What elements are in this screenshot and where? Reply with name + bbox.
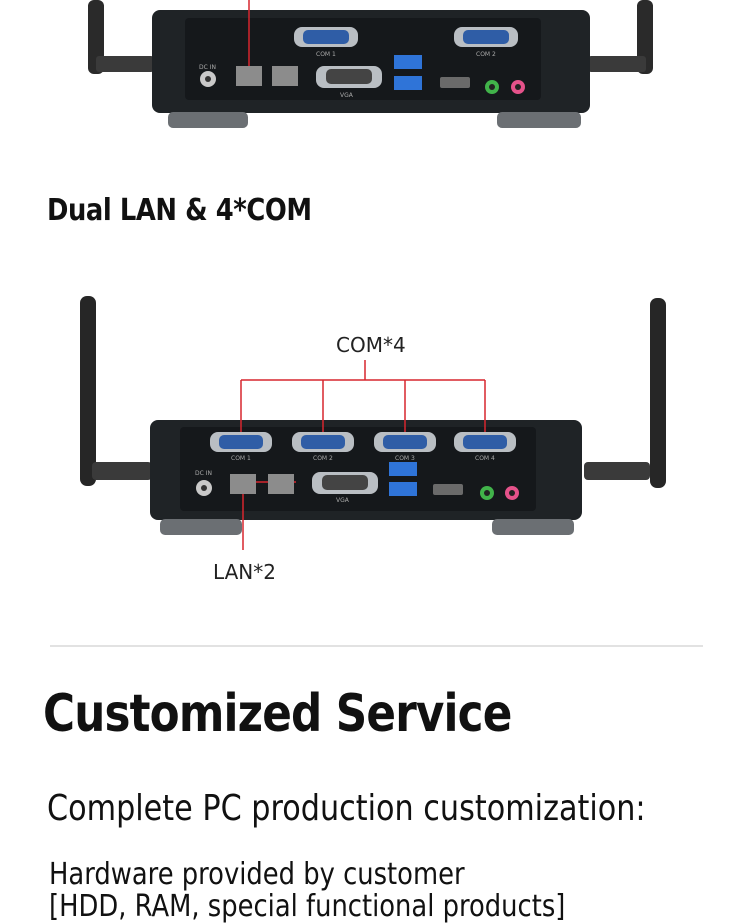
- com1-label: COM 1: [231, 455, 251, 462]
- service-line-2: [HDD, RAM, special functional products]: [49, 889, 566, 924]
- bottom-device-image: COM 1 COM 2 COM 3 COM 4 DC IN VGA: [80, 296, 666, 550]
- antenna-right: [637, 0, 653, 74]
- usb-port: [394, 76, 422, 90]
- hdmi-port: [433, 484, 463, 495]
- antenna-left: [88, 0, 104, 74]
- usb-port: [389, 462, 417, 476]
- antenna-left: [80, 296, 96, 486]
- vga-label: VGA: [340, 92, 354, 99]
- usb-port: [394, 55, 422, 69]
- section-divider: [50, 645, 703, 647]
- top-device-image: DC IN COM 1 COM 2 VGA: [88, 0, 653, 128]
- com4-label: COM 4: [475, 455, 495, 462]
- com3-label: COM 3: [395, 455, 415, 462]
- lan-port: [230, 474, 256, 494]
- usb-port: [389, 482, 417, 496]
- com2-label: COM 2: [476, 51, 496, 58]
- antenna-right: [650, 298, 666, 488]
- dcin-label: DC IN: [199, 64, 216, 71]
- service-line-1: Hardware provided by customer: [49, 857, 465, 892]
- lan-callout-label: LAN*2: [213, 560, 276, 584]
- hdmi-port: [440, 77, 470, 88]
- lan-port: [268, 474, 294, 494]
- lan-port: [272, 66, 298, 86]
- com-callout-label: COM*4: [336, 333, 406, 357]
- com-ports: [210, 432, 516, 452]
- com-port: [463, 30, 509, 44]
- lan-port: [236, 66, 262, 86]
- com-port: [303, 30, 349, 44]
- com2-label: COM 2: [313, 455, 333, 462]
- com-callout-lines: [240, 360, 486, 442]
- vga-label: VGA: [336, 497, 350, 504]
- section-subtitle: Complete PC production customization:: [47, 788, 646, 829]
- feature-heading: Dual LAN & 4*COM: [47, 193, 312, 228]
- dcin-label: DC IN: [195, 470, 212, 477]
- com1-label: COM 1: [316, 51, 336, 58]
- section-title: Customized Service: [43, 684, 512, 744]
